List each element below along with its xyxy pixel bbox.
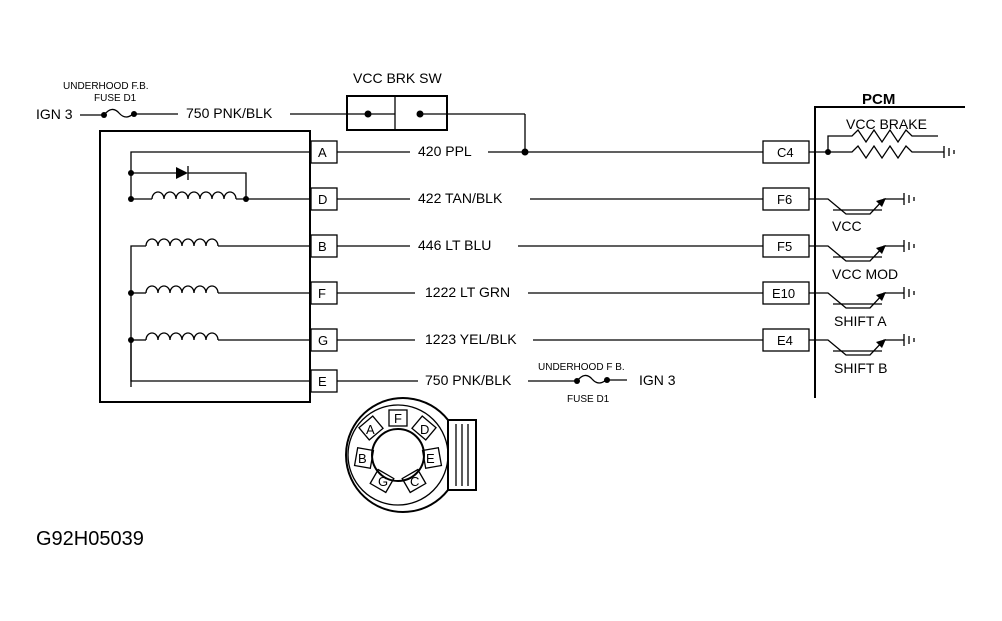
shift-a-solenoid-coil — [145, 285, 219, 294]
solenoid-pin-a: A — [310, 140, 338, 164]
wire-top-label: 750 PNK/BLK — [186, 105, 273, 121]
shift-a-driver-transistor — [809, 287, 915, 309]
face-pin-g: G — [378, 474, 388, 489]
pcm-label-vcc-mod: VCC MOD — [832, 266, 898, 282]
vcc-mod-solenoid-coil — [145, 238, 219, 247]
pcm-box — [814, 106, 965, 398]
solenoid-pin-b: B — [310, 234, 338, 258]
face-pin-c: C — [410, 474, 419, 489]
vcc-solenoid-coil — [151, 191, 237, 200]
svg-text:F: F — [318, 286, 326, 301]
face-pin-a: A — [366, 422, 375, 437]
wire-label-a: 420 PPL — [418, 143, 472, 159]
face-pin-b: B — [358, 451, 367, 466]
switch-title: VCC BRK SW — [353, 70, 442, 86]
ign3-top-label: IGN 3 — [36, 106, 73, 122]
svg-text:E4: E4 — [777, 333, 793, 348]
pcm-title: PCM — [862, 91, 895, 108]
pcm-pin-e4: E4 — [762, 328, 810, 352]
pcm-label-vcc: VCC — [832, 218, 862, 234]
fuse-bottom-line1: UNDERHOOD F B. — [538, 362, 625, 373]
face-pin-f: F — [394, 411, 402, 426]
fuse-top-line2: FUSE D1 — [94, 93, 137, 104]
svg-text:E: E — [318, 374, 327, 389]
vcc-mod-driver-transistor — [809, 240, 915, 262]
ign3-bottom-label: IGN 3 — [639, 372, 676, 388]
wire-label-e: 750 PNK/BLK — [425, 372, 512, 388]
vcc-driver-transistor — [809, 193, 915, 215]
solenoid-pin-d: D — [310, 187, 338, 211]
pcm-pin-e10: E10 — [762, 281, 810, 305]
pcm-pin-f6: F6 — [762, 187, 810, 211]
shift-b-solenoid-coil — [145, 332, 219, 341]
pcm-pin-f5: F5 — [762, 234, 810, 258]
fuse-bottom-line2: FUSE D1 — [567, 394, 610, 405]
svg-text:D: D — [318, 192, 327, 207]
fuse-top-line1: UNDERHOOD F.B. — [63, 81, 149, 92]
wire-label-d: 422 TAN/BLK — [418, 190, 503, 206]
svg-text:E10: E10 — [772, 286, 795, 301]
svg-text:B: B — [318, 239, 327, 254]
svg-text:F5: F5 — [777, 239, 792, 254]
vcc-brake-resistor — [828, 144, 944, 160]
pcm-label-vcc-brake: VCC BRAKE — [846, 116, 927, 132]
solenoid-pin-f: F — [310, 281, 338, 305]
connector-face-view: F A D B E G C — [345, 397, 477, 513]
face-pin-e: E — [426, 451, 435, 466]
pcm-pin-c4: C4 — [762, 140, 810, 164]
wire-label-b: 446 LT BLU — [418, 237, 491, 253]
fuse-bottom-symbol — [576, 374, 608, 384]
fuse-top-symbol — [103, 108, 135, 118]
pcm-label-shift-a: SHIFT A — [834, 313, 887, 329]
solenoid-pin-e: E — [310, 369, 338, 393]
shift-b-driver-transistor — [809, 334, 915, 356]
svg-text:G: G — [318, 333, 328, 348]
wire-label-f: 1222 LT GRN — [425, 284, 510, 300]
svg-text:C4: C4 — [777, 145, 794, 160]
figure-id: G92H05039 — [36, 528, 144, 550]
solenoid-pin-g: G — [310, 328, 338, 352]
svg-text:A: A — [318, 145, 327, 160]
pcm-label-shift-b: SHIFT B — [834, 360, 887, 376]
vcc-brake-switch — [346, 95, 448, 131]
face-pin-d: D — [420, 422, 429, 437]
wire-label-g: 1223 YEL/BLK — [425, 331, 517, 347]
solenoid-assembly-box — [99, 130, 311, 403]
svg-text:F6: F6 — [777, 192, 792, 207]
diode-symbol — [176, 167, 188, 179]
